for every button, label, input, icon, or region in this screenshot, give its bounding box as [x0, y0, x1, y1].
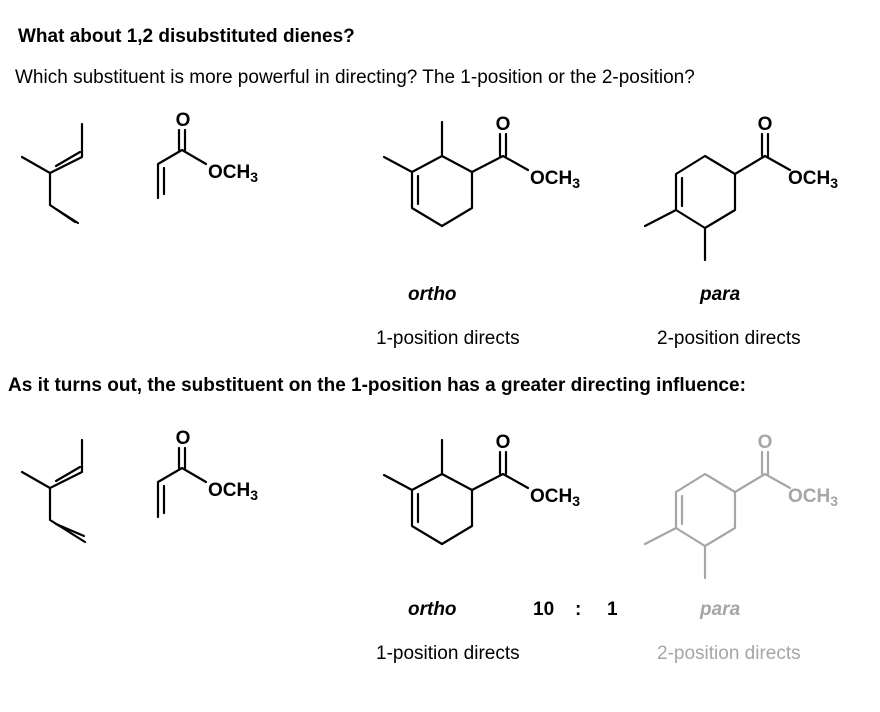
- row2-para-carbonyl-oxygen: O: [758, 432, 773, 453]
- row2-ortho-caption: 1-position directs: [376, 643, 520, 664]
- row2-para-methoxy: OCH3: [788, 486, 838, 509]
- row1-acrylate-methoxy: OCH3: [208, 162, 258, 185]
- ratio-separator: :: [575, 599, 582, 620]
- ratio-major: 10: [533, 599, 555, 620]
- row2-acrylate-carbonyl-oxygen: O: [176, 428, 191, 449]
- row2-para-product-minor: O OCH3: [643, 432, 838, 580]
- heading-disubstituted-dienes: What about 1,2 disubstituted dienes?: [18, 26, 355, 47]
- row2-ortho-product: O OCH3: [382, 432, 580, 546]
- row2-acrylate-methoxy: OCH3: [208, 480, 258, 503]
- row1-ortho-product: O OCH3: [382, 114, 580, 228]
- row1-ortho-caption: 1-position directs: [376, 328, 520, 349]
- row2-para-caption: 2-position directs: [657, 643, 801, 664]
- row1-ortho-label: ortho: [408, 284, 457, 305]
- row1-methyl-acrylate: O OCH3: [156, 110, 258, 200]
- row2-ortho-carbonyl-oxygen: O: [496, 432, 511, 453]
- row1-para-label: para: [700, 284, 741, 305]
- row2-diene: [20, 438, 87, 544]
- row1-ortho-methoxy: OCH3: [530, 168, 580, 191]
- row2-para-label: para: [700, 599, 741, 620]
- row2-methyl-acrylate: O OCH3: [156, 428, 258, 519]
- ratio-minor: 1: [607, 599, 618, 620]
- row1-ortho-carbonyl-oxygen: O: [496, 114, 511, 135]
- heading-conclusion: As it turns out, the substituent on the …: [8, 375, 746, 396]
- row1-para-caption: 2-position directs: [657, 328, 801, 349]
- row1-diene: [20, 122, 84, 225]
- row1-acrylate-carbonyl-oxygen: O: [176, 110, 191, 131]
- row2-ortho-label: ortho: [408, 599, 457, 620]
- row1-para-methoxy: OCH3: [788, 168, 838, 191]
- row1-para-carbonyl-oxygen: O: [758, 114, 773, 135]
- question-text: Which substituent is more powerful in di…: [15, 67, 695, 88]
- row2-ortho-methoxy: OCH3: [530, 486, 580, 509]
- row1-para-product: O OCH3: [643, 114, 838, 262]
